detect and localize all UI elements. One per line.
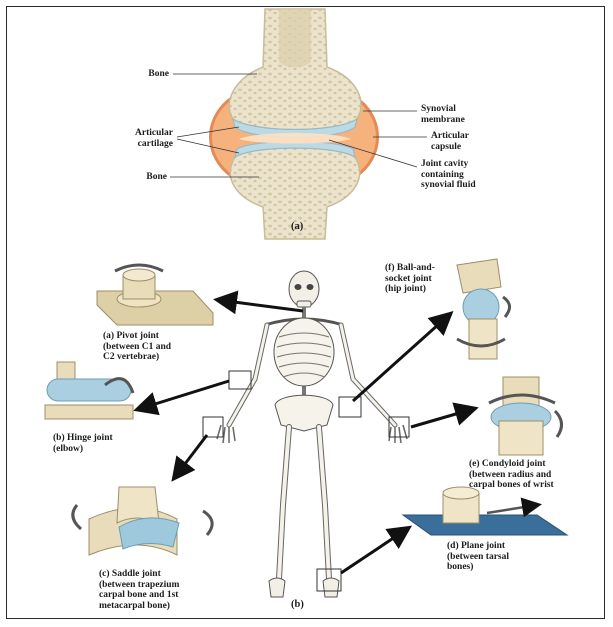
label-bone-top: Bone — [119, 69, 169, 80]
pivot-joint-model — [97, 265, 213, 325]
caption-a: (a) — [291, 221, 303, 232]
saddle-joint-model — [73, 487, 212, 555]
plane-joint-model — [403, 487, 567, 535]
synovial-joint-illustration — [7, 7, 606, 620]
rib-cage — [274, 318, 334, 386]
pelvis — [275, 395, 333, 431]
ball-socket-joint-model — [457, 259, 510, 359]
condyloid-joint-model — [489, 377, 562, 455]
upper-marrow — [279, 9, 311, 67]
label-ball-socket-joint: (f) Ball-and-socket joint(hip joint) — [385, 263, 435, 295]
label-hinge-joint: (b) Hinge joint(elbow) — [53, 433, 113, 454]
caption-b: (b) — [291, 599, 304, 610]
hinge-joint-model — [45, 362, 133, 419]
synovial-joint-diagram — [170, 9, 427, 239]
label-bone-bottom: Bone — [119, 172, 167, 183]
